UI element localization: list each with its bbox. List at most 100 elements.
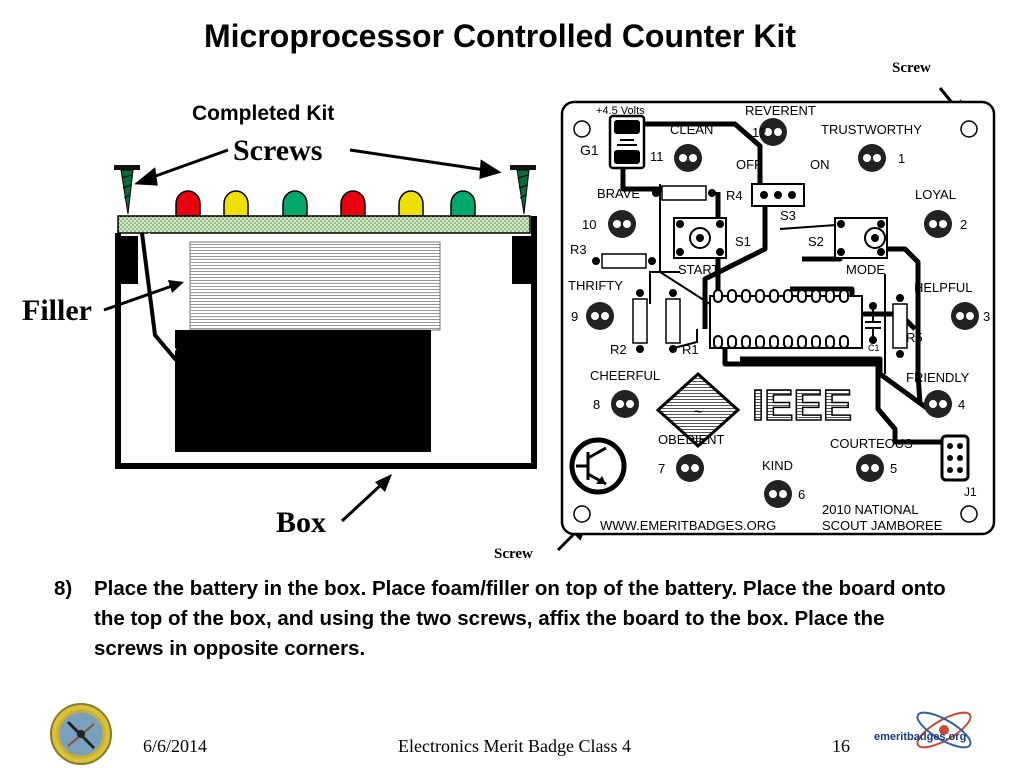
box-arrow <box>340 474 392 523</box>
screws-arrows <box>134 148 502 186</box>
step-number: 8) <box>54 577 73 600</box>
led-yellow-icon <box>398 190 424 217</box>
svg-text:3: 3 <box>983 309 990 324</box>
filler-arrow <box>103 280 184 312</box>
resistor-r3-icon <box>601 253 647 269</box>
label-r4: R4 <box>726 188 743 203</box>
screw-bottom-label: Screw <box>494 546 533 562</box>
led-row <box>175 190 476 217</box>
label-c1: C1 <box>868 343 880 353</box>
led-red-icon <box>175 190 201 217</box>
resistor-r4-icon <box>661 185 707 201</box>
led-pad-icon <box>764 480 792 508</box>
svg-text:11: 11 <box>650 149 664 164</box>
mounting-hole-icon <box>573 505 591 523</box>
label-cheerful: CHEERFUL <box>590 368 660 383</box>
screw-right-icon <box>510 165 536 215</box>
led-pad-icon <box>674 144 702 172</box>
pushbutton-s2-icon <box>834 217 888 259</box>
step-text: Place the battery in the box. Place foam… <box>94 577 946 660</box>
mounting-hole-icon <box>960 120 978 138</box>
svg-text:1: 1 <box>898 151 905 166</box>
led-numbers: 1 2 3 4 5 6 7 8 9 10 11 12 <box>571 125 990 502</box>
ieee-logo-icon: ~ IEEE <box>655 371 853 449</box>
led-pad-icon <box>924 390 952 418</box>
resistors <box>601 185 908 349</box>
svg-text:2: 2 <box>960 217 967 232</box>
label-friendly: FRIENDLY <box>906 370 970 385</box>
svg-text:6: 6 <box>798 487 805 502</box>
label-obedient: OBEDIENT <box>658 432 725 447</box>
filler-block <box>189 241 441 331</box>
svg-text:12: 12 <box>752 125 766 140</box>
led-yellow-icon <box>223 190 249 217</box>
label-mode: MODE <box>846 262 885 277</box>
microcontroller-u1-icon <box>709 289 863 349</box>
g1-label: G1 <box>580 142 599 158</box>
footer-title: Electronics Merit Badge Class 4 <box>398 736 631 756</box>
footer-page-number: 16 <box>832 736 850 756</box>
mounting-hole-icon <box>960 505 978 523</box>
box-diagram <box>103 148 537 523</box>
label-event-line2: SCOUT JAMBOREE <box>822 518 943 533</box>
label-trustworthy: TRUSTWORTHY <box>821 122 922 137</box>
led-pad-icon <box>951 302 979 330</box>
screw-left-icon <box>114 165 140 215</box>
led-pads <box>586 118 979 508</box>
led-pad-icon <box>676 454 704 482</box>
label-kind: KIND <box>762 458 793 473</box>
mounting-hole-icon <box>573 120 591 138</box>
svg-text:4: 4 <box>958 397 965 412</box>
battery-holder-icon <box>608 114 646 170</box>
label-loyal: LOYAL <box>915 187 956 202</box>
circuit-board: +4.5 Volts G1 <box>556 87 996 552</box>
label-r1: R1 <box>682 342 699 357</box>
battery-wires <box>140 232 178 362</box>
battery-voltage-label: +4.5 Volts <box>596 105 645 117</box>
label-event-line1: 2010 NATIONAL <box>822 502 919 517</box>
box-label: Box <box>276 506 327 539</box>
resistor-r1-icon <box>665 298 681 344</box>
label-reverent: REVERENT <box>745 103 816 118</box>
led-pad-icon <box>608 210 636 238</box>
label-s1: S1 <box>735 234 751 249</box>
instruction-step: 8) Place the battery in the box. Place f… <box>54 574 954 664</box>
svg-text:7: 7 <box>658 461 665 476</box>
svg-text:10: 10 <box>582 217 596 232</box>
svg-text:~: ~ <box>694 403 702 419</box>
label-url: WWW.EMERITBADGES.ORG <box>600 518 776 533</box>
transistor-icon <box>569 437 627 495</box>
screws-label: Screws <box>233 134 323 167</box>
label-s2: S2 <box>808 234 824 249</box>
led-red-icon <box>340 190 366 217</box>
label-clean: CLEAN <box>670 122 713 137</box>
label-thrifty: THRIFTY <box>568 278 623 293</box>
label-helpful: HELPFUL <box>914 280 973 295</box>
label-j1: J1 <box>964 485 977 499</box>
svg-text:5: 5 <box>890 461 897 476</box>
screw-top-label: Screw <box>892 60 931 76</box>
label-r3: R3 <box>570 242 587 257</box>
label-brave: BRAVE <box>597 186 640 201</box>
slide-title: Microprocessor Controlled Counter Kit <box>203 18 797 54</box>
box-outline <box>115 216 537 469</box>
label-start: START <box>678 262 719 277</box>
label-r2: R2 <box>610 342 627 357</box>
resistor-r5-icon <box>892 303 908 349</box>
thin-traces <box>649 184 886 374</box>
svg-text:9: 9 <box>571 309 578 324</box>
logo-text: emeritbadges.org <box>874 731 966 743</box>
led-green-icon <box>282 190 308 217</box>
label-on: ON <box>810 157 830 172</box>
footer-date: 6/6/2014 <box>143 736 208 756</box>
led-green-icon <box>450 190 476 217</box>
led-pad-icon <box>924 210 952 238</box>
ieee-text: IEEE <box>752 381 852 430</box>
capacitor-c1-icon <box>865 310 881 336</box>
connector-j1-icon <box>940 434 970 482</box>
pushbutton-s1-icon <box>673 217 727 259</box>
resistor-r2-icon <box>632 298 648 344</box>
board-side-view <box>117 215 531 234</box>
filler-label: Filler <box>22 294 92 327</box>
label-off: OFF <box>736 157 762 172</box>
